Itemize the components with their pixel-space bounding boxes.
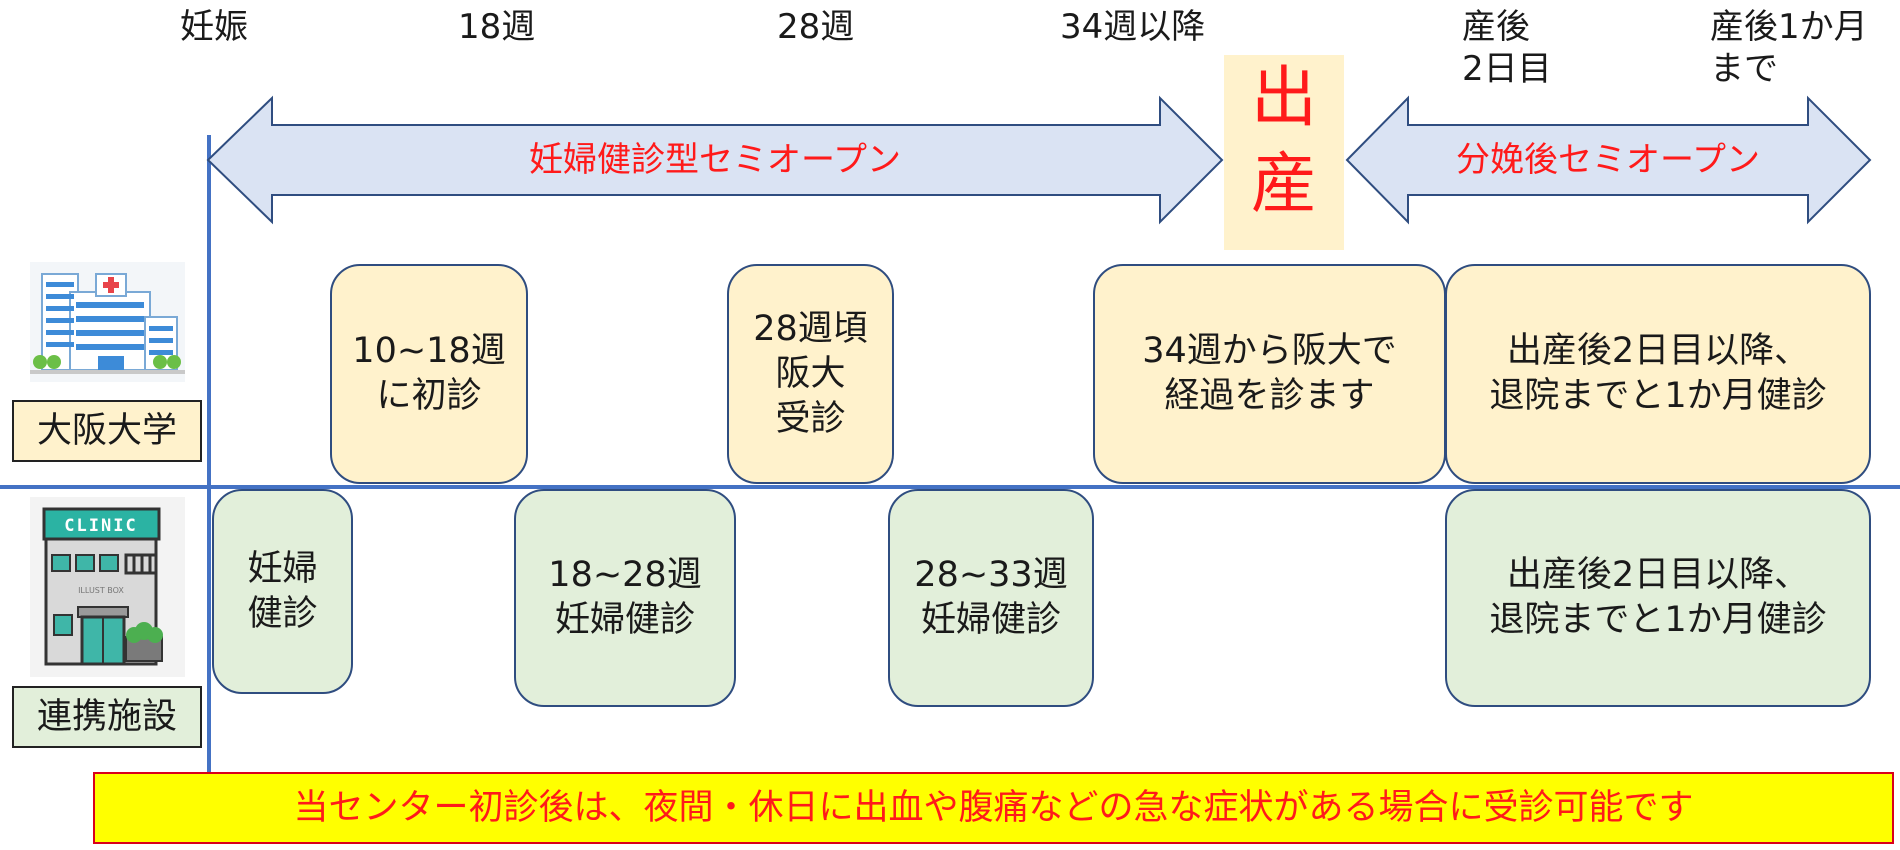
clinic-box-18-28w: 18~28週 妊婦健診: [514, 489, 736, 707]
birth-char-1: 出: [1251, 59, 1317, 136]
hospital-icon: [30, 262, 185, 382]
osaka-box-28w-visit: 28週頃 阪大 受診: [727, 264, 894, 484]
header-week18: 18週: [458, 7, 536, 47]
clinic-box-postpartum: 出産後2日目以降、 退院までと1か月健診: [1445, 489, 1871, 707]
header-postpartum-1m: 産後1か月 まで: [1710, 7, 1868, 89]
clinic-icon: CLINIC ILLUST BOX: [30, 497, 185, 677]
semi-open-arrow-left: [206, 95, 1224, 225]
notice-banner: 当センター初診後は、夜間・休日に出血や腹痛などの急な症状がある場合に受診可能です: [93, 772, 1894, 844]
osaka-box-from-34w: 34週から阪大で 経過を診ます: [1093, 264, 1446, 484]
row-label-clinic: 連携施設: [12, 686, 202, 748]
clinic-box-28-33w: 28~33週 妊婦健診: [888, 489, 1094, 707]
osaka-box-postpartum: 出産後2日目以降、 退院までと1か月健診: [1445, 264, 1871, 484]
clinic-small-text: ILLUST BOX: [78, 586, 124, 595]
header-postpartum-day2: 産後 2日目: [1462, 7, 1552, 89]
semi-open-arrow-right: [1345, 95, 1872, 225]
clinic-box-checkup: 妊婦 健診: [212, 489, 353, 694]
arrow-label-left: 妊婦健診型セミオープン: [529, 140, 901, 180]
header-week28: 28週: [777, 7, 855, 47]
birth-marker: 出 産: [1224, 55, 1344, 250]
birth-char-2: 産: [1251, 145, 1317, 222]
clinic-sign-text: CLINIC: [64, 516, 137, 536]
header-week34: 34週以降: [1060, 7, 1206, 47]
header-pregnancy: 妊娠: [180, 7, 248, 47]
row-label-osaka: 大阪大学: [12, 400, 202, 462]
osaka-box-first-visit: 10~18週 に初診: [330, 264, 528, 484]
arrow-label-right: 分娩後セミオープン: [1456, 140, 1760, 180]
